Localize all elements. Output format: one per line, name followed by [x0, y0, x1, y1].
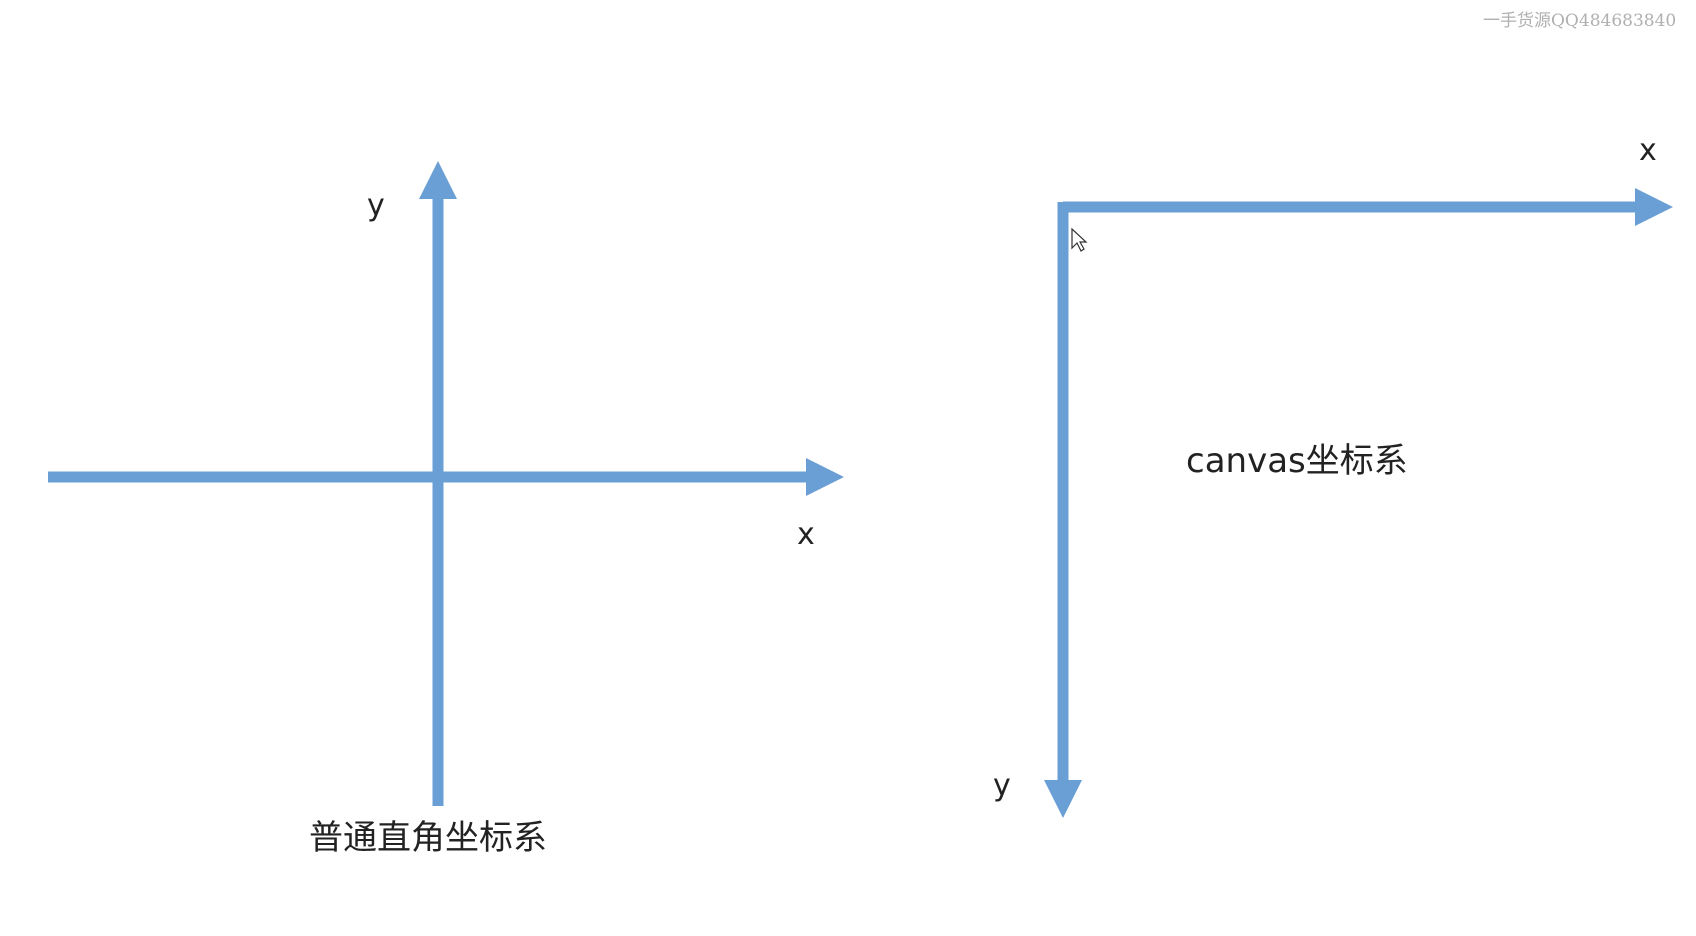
canvas-caption: canvas坐标系: [1186, 441, 1408, 481]
cartesian-caption: 普通直角坐标系: [309, 818, 547, 858]
watermark-text: 一手货源QQ484683840: [1483, 11, 1676, 31]
canvas-x-arrow-icon: [1635, 188, 1673, 226]
canvas-y-arrow-icon: [1044, 780, 1082, 818]
canvas-y-label: y: [993, 768, 1011, 803]
cartesian-y-label: y: [367, 188, 385, 223]
cartesian-y-arrow-icon: [419, 161, 457, 199]
cartesian-coordinate-system: y x 普通直角坐标系: [48, 161, 844, 858]
canvas-coordinate-system: x y canvas坐标系: [993, 133, 1673, 818]
canvas-x-label: x: [1639, 133, 1657, 168]
cartesian-x-arrow-icon: [806, 458, 844, 496]
cartesian-x-label: x: [797, 517, 815, 552]
mouse-cursor-icon: [1071, 227, 1088, 252]
